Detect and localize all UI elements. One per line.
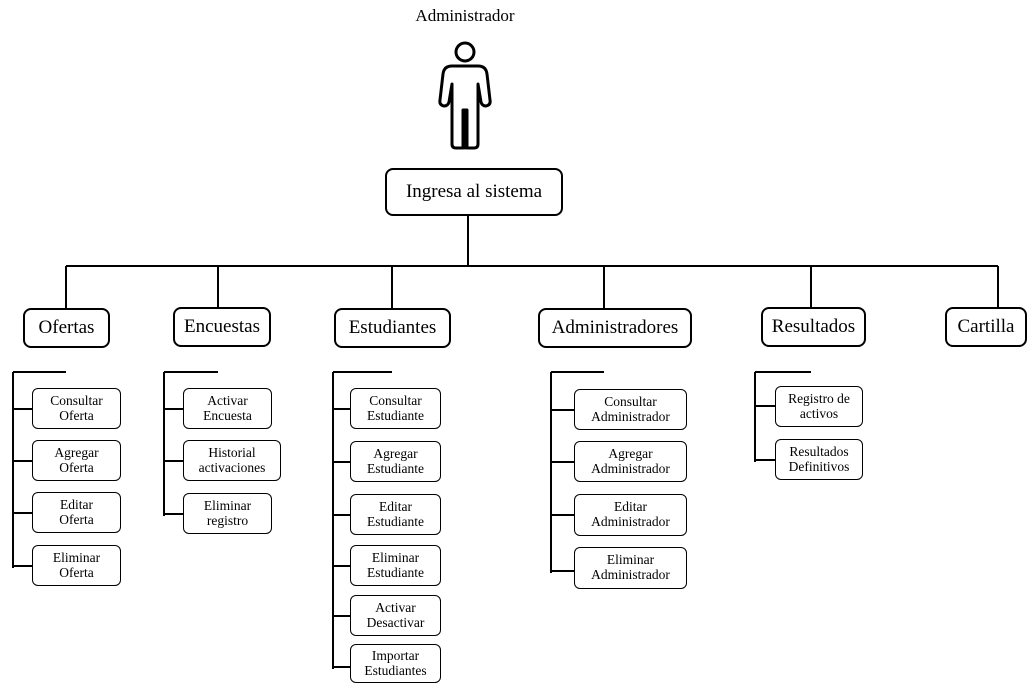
item-consultar-oferta: Consultar Oferta [32,388,121,429]
item-eliminar-oferta: Eliminar Oferta [32,545,121,586]
category-cartilla: Cartilla [945,307,1027,347]
item-importar-estudiantes: Importar Estudiantes [350,644,441,683]
category-ofertas: Ofertas [23,308,110,348]
item-editar-estudiante: Editar Estudiante [350,494,441,535]
item-agregar-oferta: Agregar Oferta [32,440,121,481]
item-eliminar-administrador: Eliminar Administrador [574,547,687,589]
item-activar-desactivar: Activar Desactivar [350,595,441,636]
category-encuestas: Encuestas [173,307,271,347]
item-activar-encuesta: Activar Encuesta [183,388,272,429]
item-consultar-estudiante: Consultar Estudiante [350,388,441,429]
actor-label: Administrador [415,6,515,25]
person-icon [438,41,492,150]
item-historial-activaciones: Historial activaciones [183,440,281,481]
category-resultados: Resultados [761,307,866,347]
root-node: Ingresa al sistema [385,168,563,216]
item-registro-activos: Registro de activos [775,386,863,427]
item-editar-administrador: Editar Administrador [574,494,687,536]
item-eliminar-estudiante: Eliminar Estudiante [350,545,441,586]
category-estudiantes: Estudiantes [334,308,451,348]
item-eliminar-registro: Eliminar registro [183,493,272,534]
category-administradores: Administradores [538,308,692,348]
item-editar-oferta: Editar Oferta [32,492,121,533]
item-resultados-definitivos: Resultados Definitivos [775,439,863,480]
item-agregar-administrador: Agregar Administrador [574,441,687,482]
item-agregar-estudiante: Agregar Estudiante [350,441,441,482]
item-consultar-administrador: Consultar Administrador [574,389,687,430]
